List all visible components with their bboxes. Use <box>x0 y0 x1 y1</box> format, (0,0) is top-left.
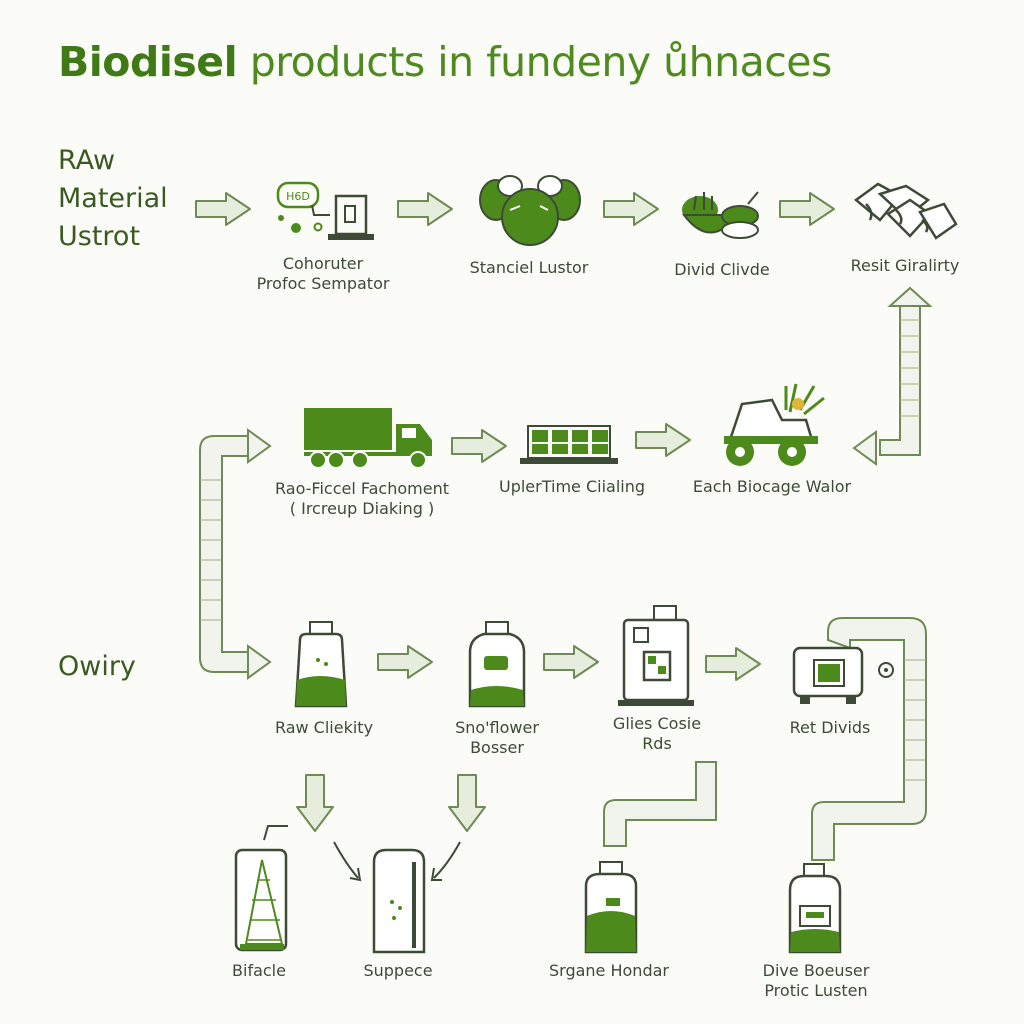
caption-line: Rds <box>642 734 672 753</box>
step-caption: Dive Boeuser Protic Lusten <box>701 961 931 1001</box>
title-rest: products in fundeny ůhnaces <box>249 38 833 86</box>
arrow-right <box>543 645 599 679</box>
raw-material-label-line-1: RAw <box>58 145 116 176</box>
mesh-bottle-icon <box>234 825 288 952</box>
arrow-down <box>448 774 486 832</box>
caption-line: Bifacle <box>232 961 286 980</box>
raw-material-label: RAw Material Ustrot <box>58 142 168 256</box>
bottle-icon <box>468 621 526 708</box>
step-caption: Cohoruter Profoc Sempator <box>208 254 438 294</box>
curved-arrow-icon <box>333 841 461 882</box>
caption-line: Bosser <box>470 738 524 757</box>
caption-line: Cohoruter <box>282 254 364 273</box>
caption-line: Resit Giralirty <box>850 256 960 275</box>
pipe-connector <box>811 617 927 861</box>
step-caption: Divid Clivde <box>607 260 837 280</box>
arrow-right <box>195 192 251 226</box>
caption-line: Rao-Ficcel Fachoment <box>275 479 449 498</box>
caption-line: UplerTime Ciialing <box>498 477 646 496</box>
arrow-right <box>451 429 507 463</box>
step-caption: Each Biocage Walor <box>657 477 887 497</box>
caption-line: Each Biocage Walor <box>692 477 852 496</box>
fuel-machine-icon <box>618 605 694 706</box>
caption-line: Divid Clivde <box>674 260 770 279</box>
step-caption: Stanciel Lustor <box>414 258 644 278</box>
caption-line: Srgane Hondar <box>549 961 669 980</box>
step-caption: Rao-Ficcel Fachoment ( Ircreup Diaking ) <box>247 479 477 519</box>
arrow-right <box>635 423 691 457</box>
raw-material-label-line-3: Ustrot <box>58 221 141 252</box>
arrow-right <box>705 647 761 681</box>
pipe-connector <box>199 428 272 680</box>
arrow-right <box>397 192 453 226</box>
step-caption: UplerTime Ciialing <box>457 477 687 497</box>
caption-line: ( Ircreup Diaking ) <box>289 499 435 518</box>
step-caption: Srgane Hondar <box>494 961 724 981</box>
generator-icon <box>792 646 894 704</box>
raw-material-label-line-2: Material <box>58 183 168 214</box>
step-caption: Glies Cosie Rds <box>542 714 772 754</box>
caption-line: Protic Lusten <box>764 981 868 1000</box>
jar-icon <box>294 621 348 708</box>
separator-machine-icon: H6D <box>276 181 374 240</box>
step-caption: Raw Cliekity <box>209 718 439 738</box>
caption-line: Raw Cliekity <box>274 718 374 737</box>
caption-line: Suppece <box>363 961 433 980</box>
step-caption: Sno'flower Bosser <box>382 718 612 758</box>
step-caption: Suppece <box>283 961 513 981</box>
step-caption: Bifacle <box>144 961 374 981</box>
page-title: Biodisel products in fundeny ůhnaces <box>58 38 832 86</box>
tank-icon <box>788 863 842 954</box>
arrow-right <box>779 192 835 226</box>
container-icon <box>372 848 426 954</box>
production-line-icon <box>520 425 618 464</box>
truck-icon <box>304 408 432 469</box>
caption-line: Dive Boeuser <box>762 961 870 980</box>
pipe-connector <box>603 761 717 847</box>
bags-icon <box>853 182 958 240</box>
arrow-right <box>377 645 433 679</box>
owiry-label: Owiry <box>58 651 136 682</box>
caption-line: Profoc Sempator <box>256 274 390 293</box>
arrow-down <box>296 774 334 832</box>
tractor-icon <box>724 383 825 466</box>
caption-line: Glies Cosie <box>612 714 702 733</box>
step-caption: Resit Giralirty <box>790 256 1020 276</box>
step-caption: Ret Divids <box>715 718 945 738</box>
food-bowls-icon <box>682 191 759 239</box>
arrow-right <box>603 192 659 226</box>
pipe-connector <box>852 286 933 466</box>
caption-line: Stanciel Lustor <box>469 258 589 277</box>
storage-jug-icon <box>584 861 638 954</box>
seeds-produce-icon <box>479 175 581 246</box>
caption-line: Sno'flower <box>455 718 539 737</box>
icon-text: H6D <box>286 190 310 203</box>
caption-line: Ret Divids <box>789 718 871 737</box>
title-bold: Biodisel <box>58 38 238 86</box>
